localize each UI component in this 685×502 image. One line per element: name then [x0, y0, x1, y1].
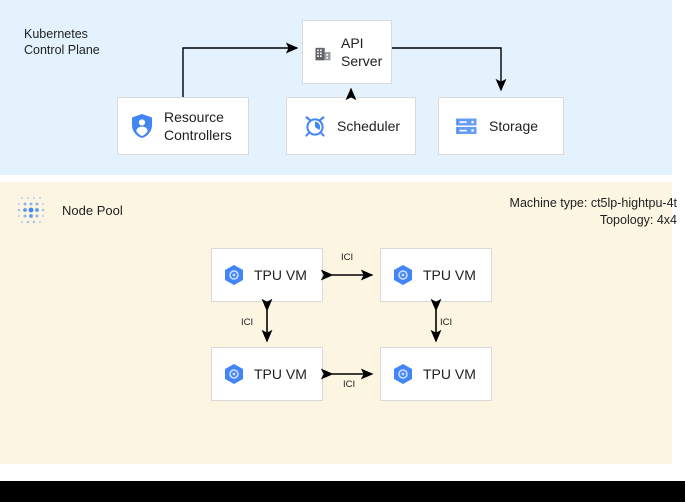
tpu-vm-node-2-label: TPU VM [254, 366, 307, 382]
ici-link-label-top: ICI [341, 252, 354, 263]
tpu-vm-node-3[interactable]: TPU VM [380, 347, 492, 401]
control-plane-title: Kubernetes Control Plane [24, 27, 100, 57]
bottom-black-bar [0, 481, 685, 502]
node-resource-controllers-label: Resource Controllers [164, 109, 232, 143]
tpu-vm-node-3-label: TPU VM [423, 366, 476, 382]
tpu-vm-node-2[interactable]: TPU VM [211, 347, 323, 401]
node-storage[interactable]: Storage [438, 97, 564, 155]
ici-link-label-bottom: ICI [343, 379, 356, 390]
node-storage-label: Storage [489, 118, 539, 134]
topology-text: Topology: 4x4 [599, 213, 677, 227]
building-icon [313, 42, 333, 62]
shield-person-icon [130, 113, 154, 139]
tpu-hexagon-icon [393, 264, 413, 286]
machine-type-text: Machine type: ct5lp-hightpu-4t [509, 196, 677, 210]
server-rack-icon [455, 114, 479, 138]
tpu-vm-node-0-label: TPU VM [254, 267, 307, 283]
node-pool-meta: Machine type: ct5lp-hightpu-4t Topology:… [510, 195, 677, 229]
alarm-clock-icon [303, 114, 327, 138]
ici-link-label-left: ICI [241, 317, 254, 328]
ici-link-label-right: ICI [440, 317, 453, 328]
tpu-hexagon-icon [224, 363, 244, 385]
dot-grid-icon [14, 193, 52, 231]
tpu-hexagon-icon [224, 264, 244, 286]
node-resource-controllers[interactable]: Resource Controllers [117, 97, 249, 155]
node-api-server[interactable]: API Server [302, 20, 392, 84]
node-pool-title: Node Pool [62, 203, 123, 218]
tpu-vm-node-1-label: TPU VM [423, 267, 476, 283]
tpu-vm-node-1[interactable]: TPU VM [380, 248, 492, 302]
node-api-server-label: API Server [341, 35, 383, 69]
node-scheduler[interactable]: Scheduler [286, 97, 416, 155]
node-scheduler-label: Scheduler [337, 118, 401, 134]
node-pool-panel [0, 182, 672, 464]
tpu-hexagon-icon [393, 363, 413, 385]
tpu-vm-node-0[interactable]: TPU VM [211, 248, 323, 302]
